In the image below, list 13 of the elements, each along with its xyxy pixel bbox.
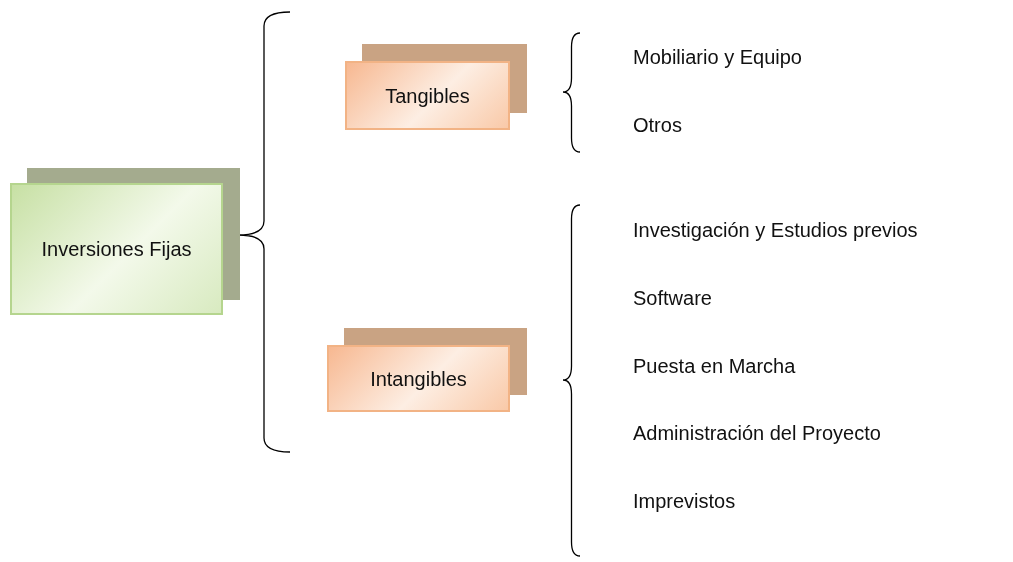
list-item-text: Otros <box>633 114 682 137</box>
category-box <box>10 183 223 315</box>
node-text: Intangibles <box>370 366 467 392</box>
node-text: Inversiones Fijas <box>41 237 192 262</box>
list-item-text: Imprevistos <box>633 490 736 513</box>
list-item-text: Administración del Proyecto <box>633 422 881 445</box>
node-text: Tangibles <box>385 83 470 109</box>
list-item-text: Investigación y Estudios previos <box>633 219 918 242</box>
list-item-text: Mobiliario y Equipo <box>633 46 802 69</box>
category-box <box>327 345 510 412</box>
category-box <box>345 61 510 130</box>
list-item-text: Software <box>633 287 712 310</box>
list-item-text: Puesta en Marcha <box>633 355 796 378</box>
